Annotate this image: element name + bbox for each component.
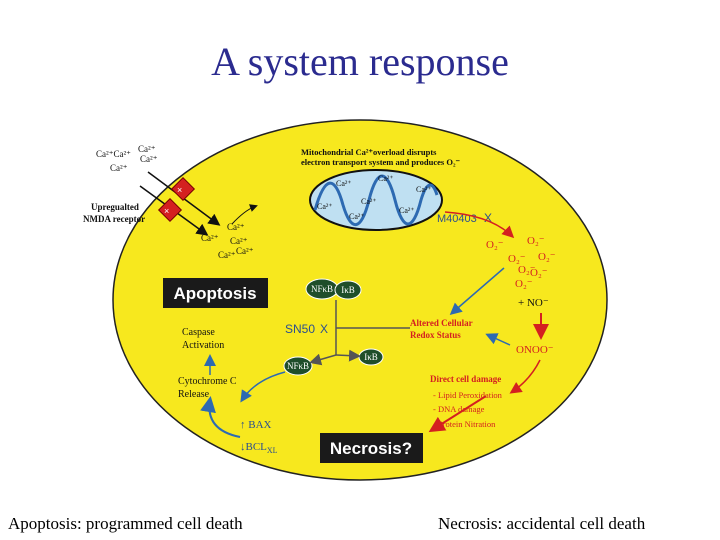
svg-text:Ca²⁺: Ca²⁺ (201, 233, 219, 243)
nfkb-complex-label: NFκB (311, 284, 333, 294)
onoo-to-damage-arrow (509, 359, 541, 394)
svg-text:O₂⁻: O₂⁻ (538, 251, 556, 263)
superoxide-cluster: O₂⁻ O₂⁻ O₂⁻ O₂⁻ O₂⁻ O₂⁻ O₂⁻ (486, 235, 556, 290)
cytochrome-label-1: Cytochrome C (178, 376, 237, 387)
damage-item: - Protein Nitration (433, 419, 496, 429)
receptor-label-1: Upregualted (91, 202, 139, 212)
svg-text:Ca²⁺: Ca²⁺ (361, 197, 377, 206)
svg-text:Ca²⁺: Ca²⁺ (227, 222, 245, 232)
apoptosis-box (163, 278, 268, 308)
apoptosis-label: Apoptosis (173, 284, 256, 303)
svg-text:Ca²⁺: Ca²⁺ (140, 154, 158, 164)
redox-label-2: Redox Status (410, 330, 461, 340)
extracellular-calcium: Ca²⁺Ca²⁺ Ca²⁺ Ca²⁺ Ca²⁺ (96, 144, 158, 173)
damage-title: Direct cell damage (430, 374, 501, 384)
m40403-x-mark: X (484, 211, 492, 225)
svg-text:O₂⁻: O₂⁻ (508, 253, 526, 265)
nfkb-free-node (283, 356, 313, 376)
svg-text:O₂⁻: O₂⁻ (518, 264, 536, 276)
svg-text:O₂⁻: O₂⁻ (530, 267, 548, 279)
receptor-label-2: NMDA receptor (83, 214, 145, 224)
caspase-label-1: Caspase (182, 327, 215, 338)
svg-text:×: × (164, 206, 169, 216)
bax-label: ↑ BAX (240, 419, 272, 431)
mito-text-2: electron transport system and produces O… (301, 157, 461, 167)
necrosis-box (320, 433, 423, 463)
svg-text:Ca²⁺: Ca²⁺ (138, 144, 156, 154)
nmda-receptor-icon: × × (139, 171, 221, 236)
caption-necrosis: Necrosis: accidental cell death (438, 514, 646, 533)
svg-text:Ca²⁺: Ca²⁺ (110, 163, 128, 173)
svg-text:Ca²⁺Ca²⁺: Ca²⁺Ca²⁺ (96, 149, 131, 159)
nfkb-free-label: NFκB (287, 361, 309, 371)
bcl-label: ↓BCLXL (240, 441, 278, 455)
svg-text:Ca²⁺: Ca²⁺ (230, 236, 248, 246)
svg-text:Ca²⁺: Ca²⁺ (236, 246, 254, 256)
svg-text:O₂⁻: O₂⁻ (527, 235, 545, 247)
sn50-x-mark: X (320, 322, 328, 336)
sn50-label: SN50 (285, 322, 315, 336)
caspase-label-2: Activation (182, 340, 224, 351)
necrosis-label: Necrosis? (330, 439, 412, 458)
mito-text-1: Mitochondrial Ca²⁺overload disrupts (301, 147, 437, 157)
cell-body (112, 119, 608, 481)
svg-text:Ca²⁺: Ca²⁺ (336, 179, 352, 188)
slide-title: A system response (211, 39, 509, 84)
peroxynitrite-label: ONOO⁻ (516, 344, 554, 356)
caption-apoptosis: Apoptosis: programmed cell death (8, 514, 243, 533)
svg-text:Ca²⁺: Ca²⁺ (218, 250, 236, 260)
influx-calcium: Ca²⁺ Ca²⁺ Ca²⁺ Ca²⁺ Ca²⁺ (201, 222, 254, 260)
ikb-complex-node (334, 280, 362, 300)
svg-text:O₂⁻: O₂⁻ (486, 239, 504, 251)
svg-text:Ca²⁺: Ca²⁺ (378, 174, 394, 183)
cytochrome-label-2: Release (178, 389, 210, 400)
svg-text:O₂⁻: O₂⁻ (515, 278, 533, 290)
damage-item: - Lipid Peroxidation (433, 390, 503, 400)
nitric-oxide-label: + NO⁻ (518, 297, 549, 309)
svg-text:×: × (177, 185, 182, 195)
redox-label-1: Altered Cellular (410, 318, 473, 328)
svg-text:Ca²⁺: Ca²⁺ (349, 212, 365, 221)
svg-text:Ca²⁺: Ca²⁺ (399, 206, 415, 215)
mitochondrion (309, 169, 443, 231)
ikb-complex-label: IκB (341, 285, 355, 295)
damage-item: - DNA damage (433, 404, 485, 414)
nfkb-to-bax-arrow (240, 371, 286, 403)
damage-to-necrosis-arrow (428, 395, 487, 433)
m40403-label: M40403 (437, 213, 477, 225)
svg-text:Ca²⁺: Ca²⁺ (317, 202, 333, 211)
ikb-free-label: IκB (364, 352, 378, 362)
svg-text:Ca²⁺: Ca²⁺ (416, 185, 432, 194)
bax-to-cytc-arrow (200, 396, 241, 438)
mito-calcium: Ca²⁺ Ca²⁺ Ca²⁺ Ca²⁺ Ca²⁺ Ca²⁺ Ca²⁺ (317, 174, 432, 221)
